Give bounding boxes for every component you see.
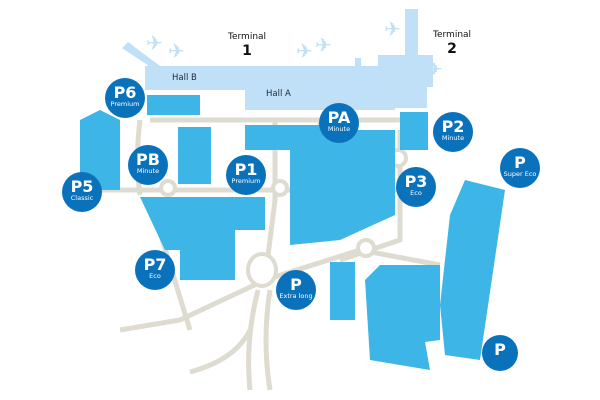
parking-plane-logo: P bbox=[482, 335, 518, 371]
svg-text:✈: ✈ bbox=[384, 17, 401, 41]
svg-text:✈: ✈ bbox=[315, 33, 332, 57]
hall-b-label: Hall B bbox=[172, 73, 197, 83]
plane-icons: ✈✈ ✈✈ ✈✈ bbox=[146, 17, 443, 81]
svg-text:✈: ✈ bbox=[146, 31, 163, 55]
svg-text:✈: ✈ bbox=[296, 39, 313, 63]
parking-lots bbox=[80, 95, 505, 370]
svg-text:✈: ✈ bbox=[426, 57, 443, 81]
parking-plane-icon: P bbox=[494, 340, 506, 359]
terminal-buildings bbox=[122, 9, 433, 110]
svg-text:✈: ✈ bbox=[168, 39, 185, 63]
hall-a-label: Hall A bbox=[266, 89, 291, 99]
